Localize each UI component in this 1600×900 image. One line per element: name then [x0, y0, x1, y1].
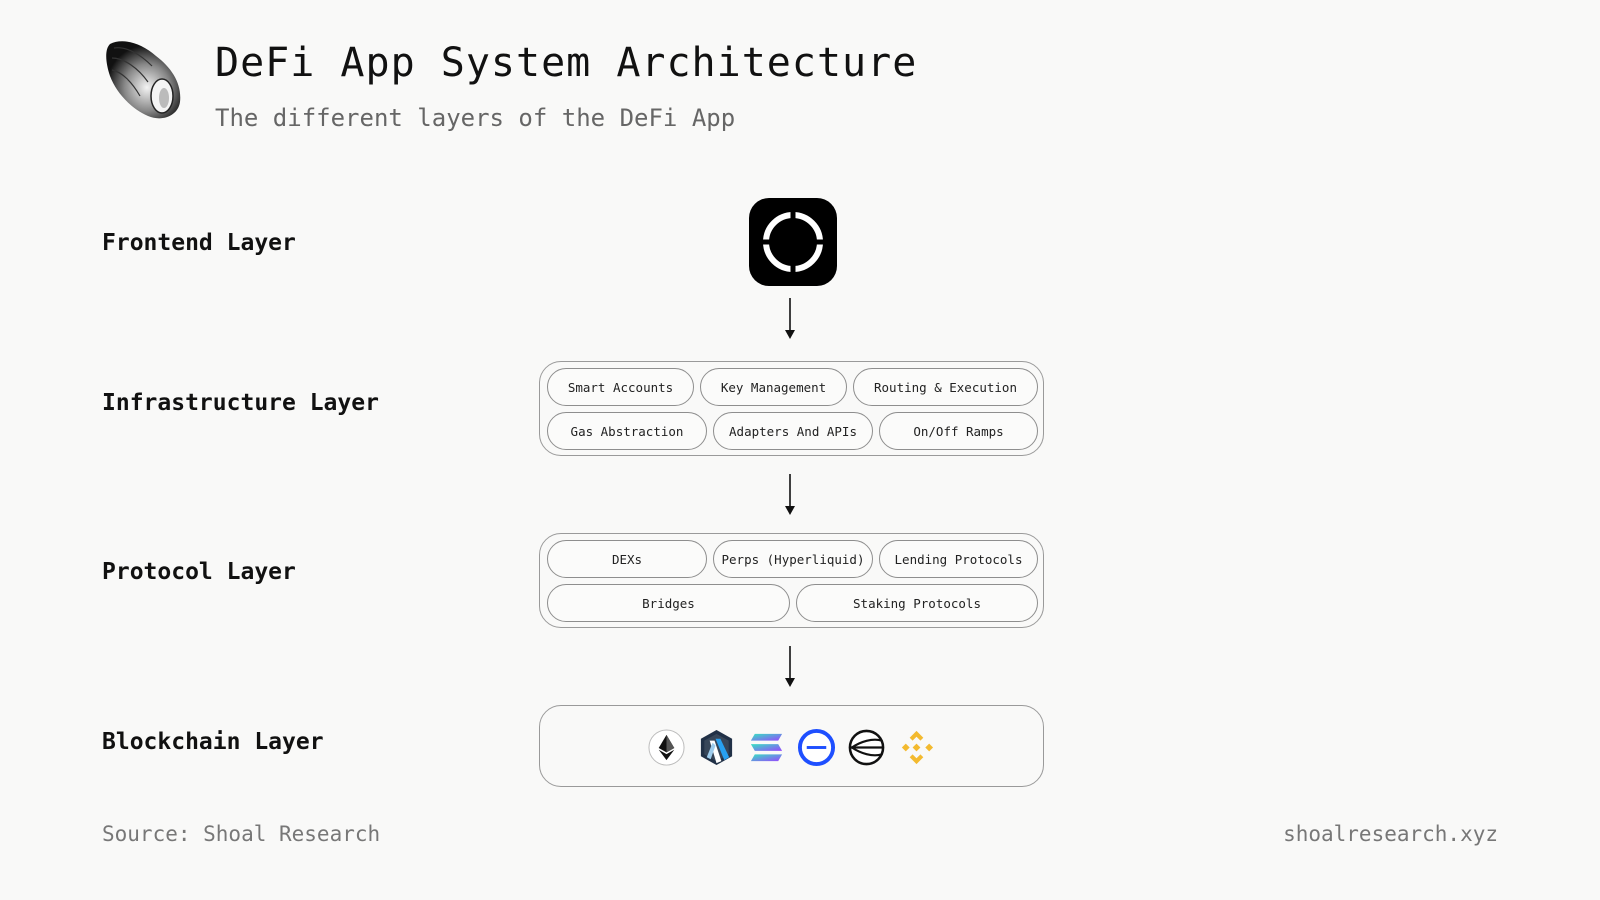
page-title: DeFi App System Architecture: [215, 40, 918, 86]
frontend-layer-label: Frontend Layer: [102, 230, 296, 256]
source-credit: Source: Shoal Research: [102, 822, 381, 846]
arrow-frontend-to-infrastructure: [784, 298, 796, 344]
arbitrum-icon: [700, 729, 733, 766]
chain-icons-row: [540, 728, 1043, 768]
component-pill: Key Management: [700, 368, 847, 406]
component-pill: Smart Accounts: [547, 368, 694, 406]
arrow-protocol-to-blockchain: [784, 646, 796, 692]
arrow-infrastructure-to-protocol: [784, 474, 796, 520]
shell-logo-icon: [100, 36, 186, 122]
component-pill: On/Off Ramps: [879, 412, 1038, 450]
component-pill: Gas Abstraction: [547, 412, 707, 450]
blockchain-layer-label: Blockchain Layer: [102, 729, 324, 755]
component-pill: DEXs: [547, 540, 707, 578]
infrastructure-layer-label: Infrastructure Layer: [102, 390, 379, 416]
protocol-components-group: DEXs Perps (Hyperliquid) Lending Protoco…: [539, 533, 1044, 628]
component-pill: Staking Protocols: [796, 584, 1038, 622]
bnb-icon: [901, 730, 934, 765]
infrastructure-components-group: Smart Accounts Key Management Routing & …: [539, 361, 1044, 456]
blockchain-group: [539, 705, 1044, 787]
component-pill: Routing & Execution: [853, 368, 1038, 406]
base-icon: [797, 728, 836, 767]
component-pill: Perps (Hyperliquid): [713, 540, 873, 578]
defi-app-icon: [749, 198, 837, 286]
component-pill: Bridges: [547, 584, 790, 622]
component-pill: Lending Protocols: [879, 540, 1038, 578]
page-subtitle: The different layers of the DeFi App: [215, 104, 736, 132]
ethereum-icon: [648, 729, 685, 766]
sonic-icon: [848, 729, 885, 766]
component-pill: Adapters And APIs: [713, 412, 873, 450]
solana-icon: [750, 733, 783, 762]
protocol-layer-label: Protocol Layer: [102, 559, 296, 585]
site-link[interactable]: shoalresearch.xyz: [1283, 822, 1498, 846]
